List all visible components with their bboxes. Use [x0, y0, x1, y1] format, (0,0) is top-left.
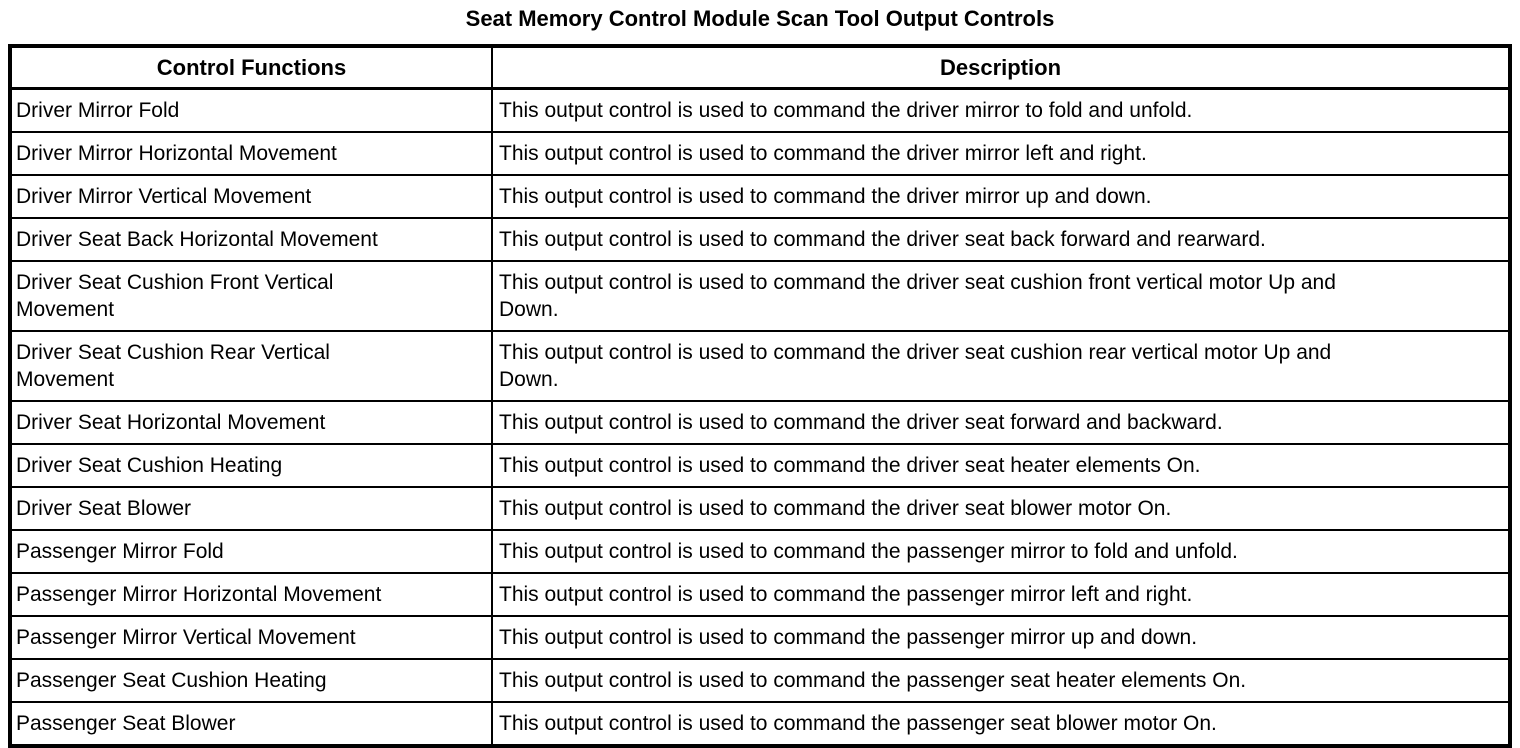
output-controls-table: Control Functions Description Driver Mir…	[8, 44, 1512, 748]
description-cell: This output control is used to command t…	[491, 443, 1511, 488]
description-cell: This output control is used to command t…	[491, 529, 1511, 574]
control-function-cell: Driver Seat Blower	[9, 486, 493, 531]
table-row: Driver Seat Cushion Rear Vertical Moveme…	[9, 330, 1511, 402]
control-function-cell: Driver Seat Cushion Front Vertical Movem…	[9, 260, 493, 332]
description-cell: This output control is used to command t…	[491, 701, 1511, 747]
description-cell: This output control is used to command t…	[491, 260, 1511, 332]
control-function-cell: Passenger Seat Cushion Heating	[9, 658, 493, 703]
description-cell: This output control is used to command t…	[491, 658, 1511, 703]
description-cell: This output control is used to command t…	[491, 486, 1511, 531]
header-control-functions: Control Functions	[9, 45, 493, 90]
description-cell: This output control is used to command t…	[491, 217, 1511, 262]
control-function-cell: Driver Seat Horizontal Movement	[9, 400, 493, 445]
table-row: Driver Seat Cushion Front Vertical Movem…	[9, 260, 1511, 332]
description-cell: This output control is used to command t…	[491, 572, 1511, 617]
table-header: Control Functions Description	[9, 45, 1511, 90]
control-function-cell: Driver Seat Cushion Rear Vertical Moveme…	[9, 330, 493, 402]
control-function-cell: Passenger Mirror Horizontal Movement	[9, 572, 493, 617]
control-function-cell: Passenger Mirror Vertical Movement	[9, 615, 493, 660]
control-function-cell: Driver Seat Back Horizontal Movement	[9, 217, 493, 262]
description-cell: This output control is used to command t…	[491, 400, 1511, 445]
header-description: Description	[491, 45, 1511, 90]
control-function-cell: Driver Seat Cushion Heating	[9, 443, 493, 488]
control-function-cell: Driver Mirror Horizontal Movement	[9, 131, 493, 176]
control-function-cell: Driver Mirror Vertical Movement	[9, 174, 493, 219]
description-cell: This output control is used to command t…	[491, 615, 1511, 660]
control-function-cell: Passenger Mirror Fold	[9, 529, 493, 574]
description-cell: This output control is used to command t…	[491, 87, 1511, 133]
description-cell: This output control is used to command t…	[491, 174, 1511, 219]
control-function-cell: Driver Mirror Fold	[9, 87, 493, 133]
description-cell: This output control is used to command t…	[491, 330, 1511, 402]
description-cell: This output control is used to command t…	[491, 131, 1511, 176]
header-row: Control Functions Description	[9, 45, 1511, 90]
page-title: Seat Memory Control Module Scan Tool Out…	[465, 6, 1055, 31]
control-function-cell: Passenger Seat Blower	[9, 701, 493, 747]
